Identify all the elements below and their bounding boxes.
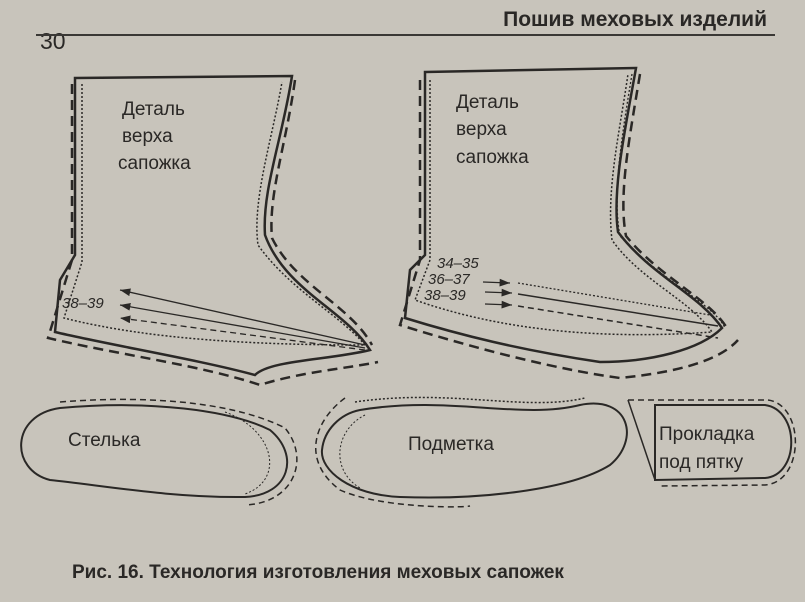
insole-piece	[20, 398, 298, 506]
running-header: Пошив меховых изделий	[503, 8, 767, 31]
right-boot-label-3: сапожка	[456, 147, 529, 168]
right-boot-size-3: 38–39	[424, 287, 466, 304]
heel-pad-label-2: под пятку	[659, 452, 744, 473]
right-boot-label-2: верха	[456, 119, 507, 140]
left-boot-size: 38–39	[62, 295, 104, 312]
sole-piece	[315, 396, 628, 508]
heel-pad-piece	[627, 399, 797, 487]
left-boot-label-1: Деталь	[122, 99, 185, 120]
right-boot-label-1: Деталь	[456, 92, 519, 113]
sole-label: Подметка	[408, 434, 494, 455]
left-boot-upper	[46, 74, 379, 387]
left-boot-label-2: верха	[122, 126, 173, 147]
header-rule	[36, 34, 775, 36]
right-boot-size-2: 36–37	[428, 271, 470, 288]
page-number: 30	[40, 28, 66, 54]
heel-pad-label-1: Прокладка	[659, 424, 755, 445]
right-boot-upper	[398, 66, 739, 380]
insole-label: Стелька	[68, 430, 141, 451]
left-boot-label-3: сапожка	[118, 153, 191, 174]
figure-caption: Рис. 16. Технология изготовления меховых…	[72, 562, 564, 583]
right-boot-size-1: 34–35	[437, 255, 479, 272]
